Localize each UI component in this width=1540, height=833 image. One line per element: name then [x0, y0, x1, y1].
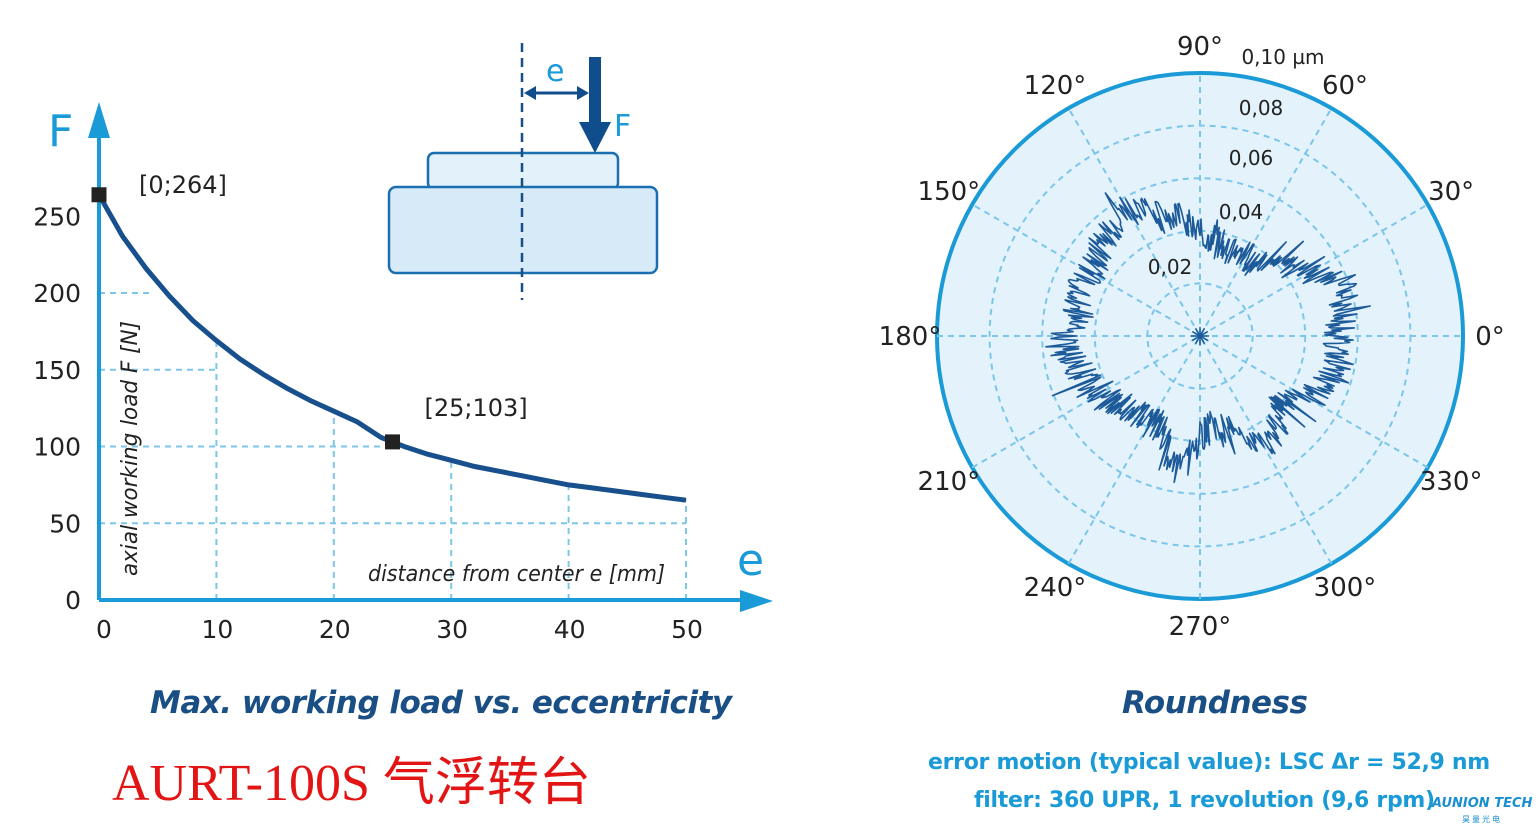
- centre-tick: [1199, 335, 1209, 342]
- roundness-trace: [1045, 192, 1371, 484]
- x-tick-label: 20: [319, 615, 351, 644]
- error-motion-text: error motion (typical value): LSC Δr = 5…: [928, 750, 1490, 775]
- radial-label: 0,02: [1148, 255, 1193, 279]
- inset-force-label: F: [614, 109, 631, 144]
- force-arrow-head: [579, 122, 611, 153]
- company-logo-subtitle: 昊量光电: [1462, 815, 1502, 824]
- radial-label: 0,08: [1239, 96, 1284, 120]
- angle-label: 120°: [1024, 71, 1087, 101]
- x-axis-title: distance from center e [mm]: [368, 562, 665, 587]
- angle-label: 60°: [1322, 71, 1368, 101]
- radial-tick-labels: 0,02 0,04 0,06 0,08 0,10 µm: [1148, 45, 1325, 279]
- x-tick-label: 50: [671, 615, 703, 644]
- angle-label: 180°: [879, 322, 942, 352]
- y-tick-labels: 0 50 100 150 200 250: [33, 202, 81, 615]
- angle-label: 0°: [1475, 322, 1505, 352]
- data-point-label: [25;103]: [425, 394, 528, 422]
- angle-label: 330°: [1420, 467, 1483, 497]
- x-axis-letter: e: [737, 535, 764, 586]
- radial-label: 0,04: [1219, 200, 1264, 224]
- load-chart-caption: Max. working load vs. eccentricity: [150, 685, 732, 721]
- x-tick-label: 0: [96, 615, 112, 644]
- y-tick-label: 200: [33, 279, 81, 308]
- angle-label: 90°: [1177, 32, 1223, 62]
- centre-tick: [1199, 330, 1209, 337]
- angle-tick-labels: 0° 30° 60° 90° 120° 150° 180° 210° 240° 270° 300° 3…: [879, 32, 1505, 642]
- y-tick-label: 250: [33, 202, 81, 231]
- y-tick-label: 100: [33, 433, 81, 462]
- centre-tick: [1191, 335, 1201, 342]
- angle-label: 30°: [1428, 177, 1474, 207]
- y-tick-label: 150: [33, 356, 81, 385]
- roundness-caption: Roundness: [1122, 685, 1308, 721]
- y-axis-title: axial working load F [N]: [118, 321, 143, 576]
- angle-label: 270°: [1169, 612, 1232, 642]
- angle-label: 300°: [1314, 573, 1377, 603]
- eccentricity-arrow-left-head: [524, 86, 536, 100]
- data-point-marker: [385, 434, 400, 450]
- eccentricity-inset: e F: [387, 43, 659, 300]
- x-axis-arrow: [740, 590, 773, 612]
- angle-label: 240°: [1024, 573, 1087, 603]
- data-point-marker: [91, 187, 107, 203]
- load-chart-grid: [99, 292, 687, 600]
- annotated-points: [0;264] [25;103]: [91, 171, 528, 450]
- company-logo: AUNION TECH: [1432, 796, 1533, 811]
- y-tick-label: 0: [65, 586, 81, 615]
- product-title: AURT-100S 气浮转台: [112, 755, 591, 812]
- y-tick-label: 50: [49, 509, 81, 538]
- angle-label: 210°: [918, 467, 981, 497]
- x-tick-label: 40: [554, 615, 586, 644]
- centre-tick: [1199, 335, 1206, 345]
- radial-label: 0,10 µm: [1241, 45, 1324, 69]
- angle-label: 150°: [918, 177, 981, 207]
- x-tick-label: 10: [201, 615, 233, 644]
- load-chart-axes: [88, 102, 773, 612]
- eccentricity-arrow-right-head: [577, 86, 589, 100]
- y-axis-arrow: [88, 102, 110, 138]
- roundness-polar-chart: 0° 30° 60° 90° 120° 150° 180° 210° 240° 270° 300° 3…: [879, 32, 1505, 642]
- centre-tick: [1194, 327, 1201, 337]
- x-tick-labels: 0 10 20 30 40 50: [96, 615, 703, 644]
- data-point-label: [0;264]: [139, 171, 227, 199]
- force-arrow-shaft: [589, 57, 601, 123]
- y-axis-letter: F: [48, 106, 73, 157]
- filter-text: filter: 360 UPR, 1 revolution (9,6 rpm): [974, 788, 1435, 813]
- x-tick-label: 30: [436, 615, 468, 644]
- inset-eccentricity-label: e: [546, 54, 564, 89]
- radial-label: 0,06: [1229, 146, 1274, 170]
